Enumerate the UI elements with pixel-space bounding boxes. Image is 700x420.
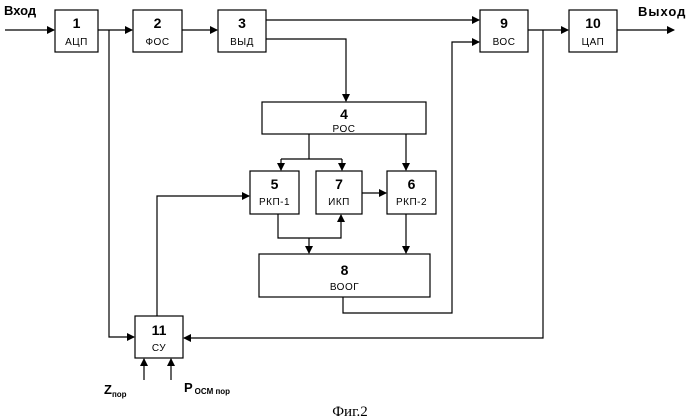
block-number: 7 xyxy=(335,176,343,192)
block-1: 1 АЦП xyxy=(55,10,98,52)
block-label: РКП-1 xyxy=(259,197,290,208)
z-threshold-label: Zпор xyxy=(104,382,127,399)
block-3: 3 ВЫД xyxy=(218,10,266,52)
arrow-5-7 xyxy=(278,214,341,238)
block-label: ВООГ xyxy=(330,282,359,293)
block-number: 4 xyxy=(340,106,348,122)
block-6: 6 РКП-2 xyxy=(387,171,436,214)
p-threshold-label: PОСМ пор xyxy=(184,380,230,396)
arrow-11-5 xyxy=(157,196,249,316)
block-number: 5 xyxy=(271,176,279,192)
block-label: ИКП xyxy=(328,197,350,208)
block-5: 5 РКП-1 xyxy=(250,171,299,214)
block-2: 2 ФОС xyxy=(133,10,182,52)
block-number: 8 xyxy=(341,262,349,278)
block-label: РОС xyxy=(333,124,356,135)
block-label: ВЫД xyxy=(230,37,254,48)
block-label: РКП-2 xyxy=(396,197,427,208)
block-label: АЦП xyxy=(65,37,88,48)
input-label: Вход xyxy=(4,3,37,18)
block-label: СУ xyxy=(152,343,166,354)
block-11: 11 СУ xyxy=(135,316,183,358)
block-8: 8 ВООГ xyxy=(259,254,430,297)
block-9: 9 ВОС xyxy=(480,10,528,52)
block-label: ЦАП xyxy=(582,37,605,48)
block-4: 4 РОС xyxy=(262,102,426,135)
arrow-1-11 xyxy=(109,30,134,337)
p-sub: ОСМ пор xyxy=(195,387,231,396)
block-number: 11 xyxy=(152,322,167,338)
block-number: 2 xyxy=(154,15,162,31)
block-7: 7 ИКП xyxy=(316,171,362,214)
block-number: 6 xyxy=(408,176,416,192)
block-number: 3 xyxy=(238,15,246,31)
z-main: Z xyxy=(104,382,112,397)
output-label: Выход xyxy=(638,4,686,19)
block-number: 9 xyxy=(500,15,508,31)
p-main: P xyxy=(184,380,193,395)
z-sub: пор xyxy=(112,390,127,399)
block-10: 10 ЦАП xyxy=(569,10,617,52)
block-label: ФОС xyxy=(145,37,169,48)
block-number: 10 xyxy=(585,15,601,31)
arrow-3-4 xyxy=(266,39,346,101)
block-number: 1 xyxy=(73,15,81,31)
figure-caption: Фиг.2 xyxy=(332,404,368,420)
block-label: ВОС xyxy=(493,37,516,48)
